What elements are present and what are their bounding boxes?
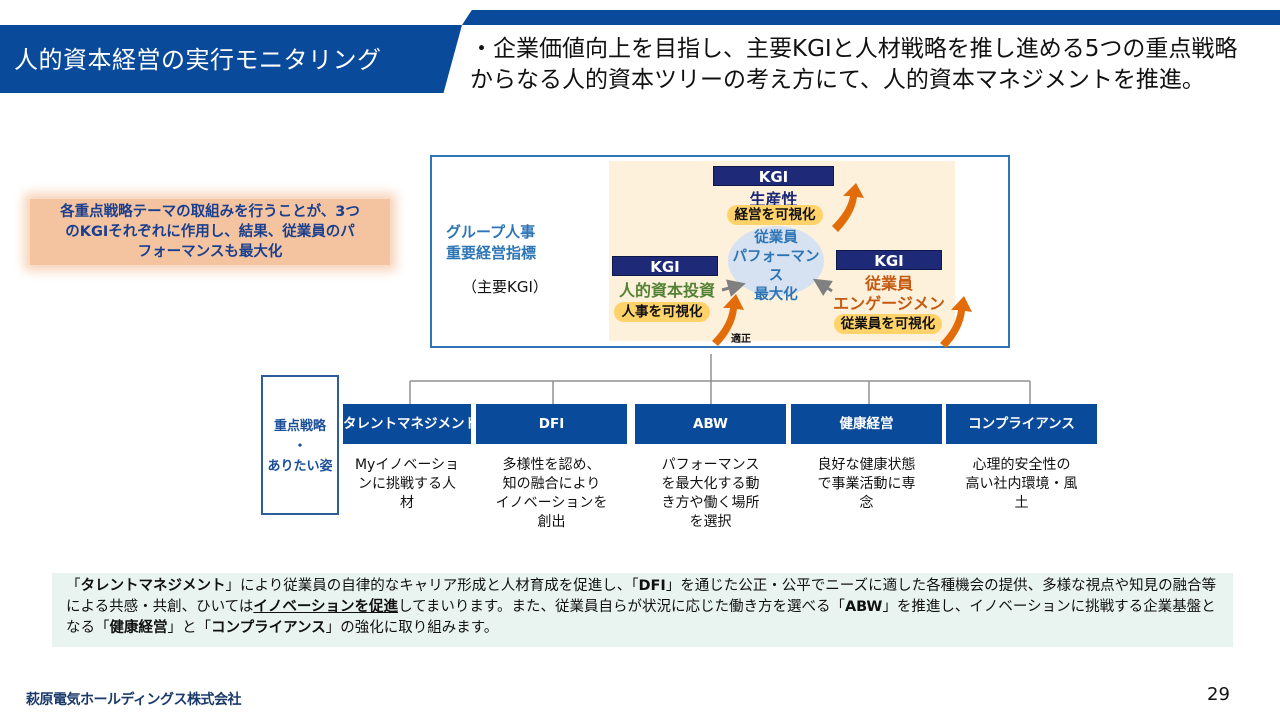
kgi-panel-label: グループ人事 重要経営指標	[446, 222, 536, 264]
strategy-abw: ABW	[635, 404, 786, 444]
kgi-pill: 従業員を可視化	[834, 314, 942, 334]
desc-line: 知の融合により	[502, 476, 601, 492]
kgi-panel-sublabel: （主要KGI）	[462, 278, 548, 296]
side-label-line: ありたい姿	[267, 459, 333, 474]
kgi-name-line: 従業員	[864, 274, 913, 293]
callout-note: 各重点戦略テーマの取組みを行うことが、3つ のKGIそれぞれに作用し、結果、従業…	[30, 199, 390, 265]
kgi-name-productivity: 生産性	[749, 190, 798, 209]
summary-emphasis: コンプライアンス	[211, 620, 326, 636]
summary-emphasis: DFI	[638, 578, 666, 594]
strategy-desc: 心理的安全性の 高い社内環境・風 土	[946, 456, 1097, 513]
summary-text: してまいります。また、従業員自らが状況に応じた働き方を選べる「	[398, 599, 845, 615]
kgi-name-human-capital-investment: 人的資本投資	[618, 281, 715, 300]
summary-emphasis: ABW	[844, 599, 883, 615]
kgi-badge: KGI	[713, 166, 834, 186]
summary-text-box: 「タレントマネジメント」により従業員の自律的なキャリア形成と人材育成を促進し、「…	[52, 573, 1233, 647]
annotation-appropriate: 適正	[731, 334, 751, 345]
callout-line: 各重点戦略テーマの取組みを行うことが、3つ	[60, 204, 360, 220]
strategy-health-management: 健康経営	[791, 404, 942, 444]
summary-text: 」を通じた公正・公平でニーズに適した各種機会の提供、多様な視点や知見の融合等によ…	[66, 578, 1217, 615]
desc-line: で事業活動に専	[817, 476, 916, 492]
center-line: 最大化	[754, 287, 798, 303]
desc-line: Myイノベーショ	[354, 457, 460, 473]
summary-text: 」を推進し、イノベーションに挑戦する企業基盤となる「	[66, 599, 1216, 636]
desc-line: 多様性を認め、	[502, 457, 601, 473]
summary-emphasis: 健康経営	[109, 620, 168, 636]
desc-line: 念	[859, 495, 874, 511]
callout-line: のKGIそれぞれに作用し、結果、従業員のパ	[65, 224, 355, 240]
strategy-desc: パフォーマンス を最大化する動 き方や働く場所 を選択	[635, 456, 786, 532]
desc-line: 心理的安全性の	[972, 457, 1071, 473]
title-banner	[0, 25, 462, 93]
center-line: 従業員	[754, 230, 798, 246]
summary-text: 」と「	[167, 620, 212, 636]
desc-line: 高い社内環境・風	[965, 476, 1078, 492]
kgi-pill: 人事を可視化	[614, 302, 710, 322]
kgi-panel-label-line: グループ人事	[446, 223, 536, 241]
kgi-pill: 経営を可視化	[727, 205, 823, 225]
kgi-badge: KGI	[836, 250, 942, 270]
page-number: 29	[1207, 684, 1230, 705]
summary-emphasis: タレントマネジメント	[80, 578, 226, 594]
side-label-separator: ・	[293, 439, 307, 454]
summary-text: 「	[66, 578, 81, 594]
desc-line: パフォーマンス	[661, 457, 760, 473]
strategy-desc: 多様性を認め、 知の融合により イノベーションを 創出	[476, 456, 627, 532]
side-label-line: 重点戦略	[273, 419, 326, 434]
kgi-panel-label-line: 重要経営指標	[446, 244, 537, 262]
center-line: パフォーマンス	[732, 249, 820, 284]
summary-underlined: イノベーションを促進	[253, 599, 399, 615]
callout-line: フォーマンスも最大化	[137, 244, 283, 260]
strategy-dfi: DFI	[476, 404, 627, 444]
desc-line: を最大化する動	[661, 476, 760, 492]
desc-line: イノベーションを	[495, 495, 608, 511]
summary-text: 」の強化に取り組みます。	[325, 620, 499, 636]
page-title: 人的資本経営の実行モニタリング	[14, 46, 382, 74]
company-name: 萩原電気ホールディングス株式会社	[26, 692, 242, 708]
desc-line: 材	[400, 495, 414, 511]
desc-line: 良好な健康状態	[817, 457, 916, 473]
desc-line: 創出	[537, 514, 566, 530]
desc-line: を選択	[689, 514, 732, 530]
lead-text: ・企業価値向上を目指し、主要KGIと人材戦略を推し進める5つの重点戦略からなる人…	[470, 36, 1238, 93]
desc-line: 土	[1014, 495, 1029, 511]
strategy-side-label: 重点戦略 ・ ありたい姿	[261, 375, 339, 515]
strategy-desc: 良好な健康状態 で事業活動に専 念	[791, 456, 942, 513]
summary-text: 」により従業員の自律的なキャリア形成と人材育成を促進し、「	[225, 578, 639, 594]
strategy-compliance: コンプライアンス	[946, 404, 1097, 444]
strategy-desc: Myイノベーショ ンに挑戦する人 材	[343, 456, 471, 513]
strategy-talent-management: タレントマネジメント	[343, 404, 471, 444]
desc-line: ンに挑戦する人	[358, 476, 456, 492]
header-accent-band	[462, 10, 1280, 25]
desc-line: き方や働く場所	[661, 495, 760, 511]
kgi-badge: KGI	[612, 256, 718, 276]
employee-performance-center: 従業員 パフォーマンス 最大化	[728, 226, 824, 303]
